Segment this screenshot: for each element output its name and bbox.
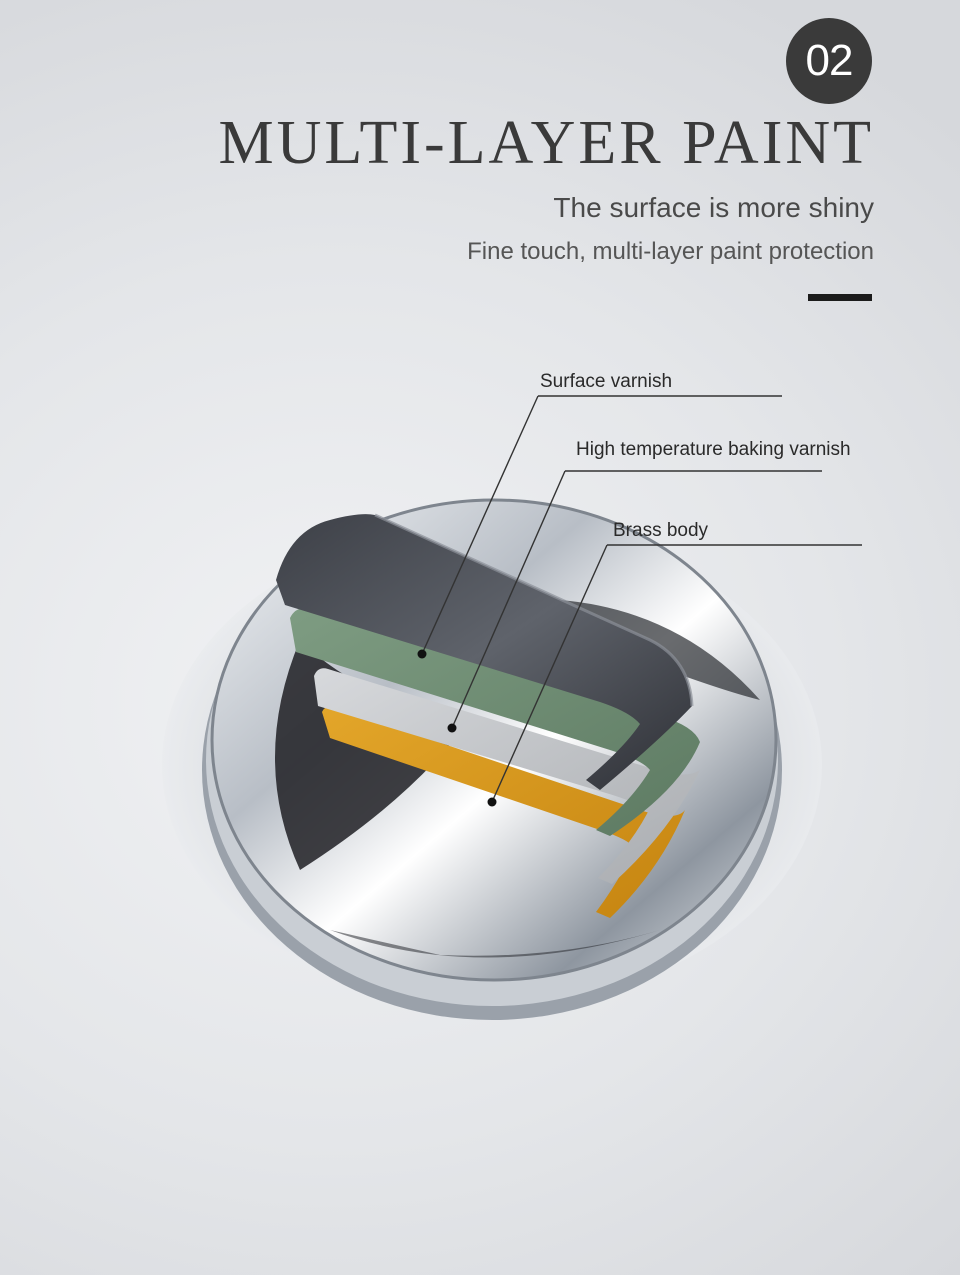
section-number-badge: 02 xyxy=(786,18,872,104)
page-title: MULTI-LAYER PAINT xyxy=(218,109,874,177)
surface-varnish-layer xyxy=(276,514,692,790)
callout-dot-brass xyxy=(487,797,497,807)
callout-dot-surface xyxy=(417,649,427,659)
callout-dot-baking xyxy=(447,723,457,733)
accent-bar xyxy=(808,294,872,301)
primer-layer xyxy=(314,668,700,884)
subtitle: The surface is more shiny xyxy=(553,192,874,223)
callout-label-surface-varnish: Surface varnish xyxy=(540,371,673,392)
baking-varnish-layer xyxy=(290,608,700,836)
tagline: Fine touch, multi-layer paint protection xyxy=(467,238,874,265)
callout-lines xyxy=(421,395,862,803)
brass-layer xyxy=(322,706,685,918)
callout-label-brass-body: Brass body xyxy=(613,520,709,541)
callout-label-baking-varnish: High temperature baking varnish xyxy=(576,439,851,460)
paint-layer-stack xyxy=(276,513,700,918)
